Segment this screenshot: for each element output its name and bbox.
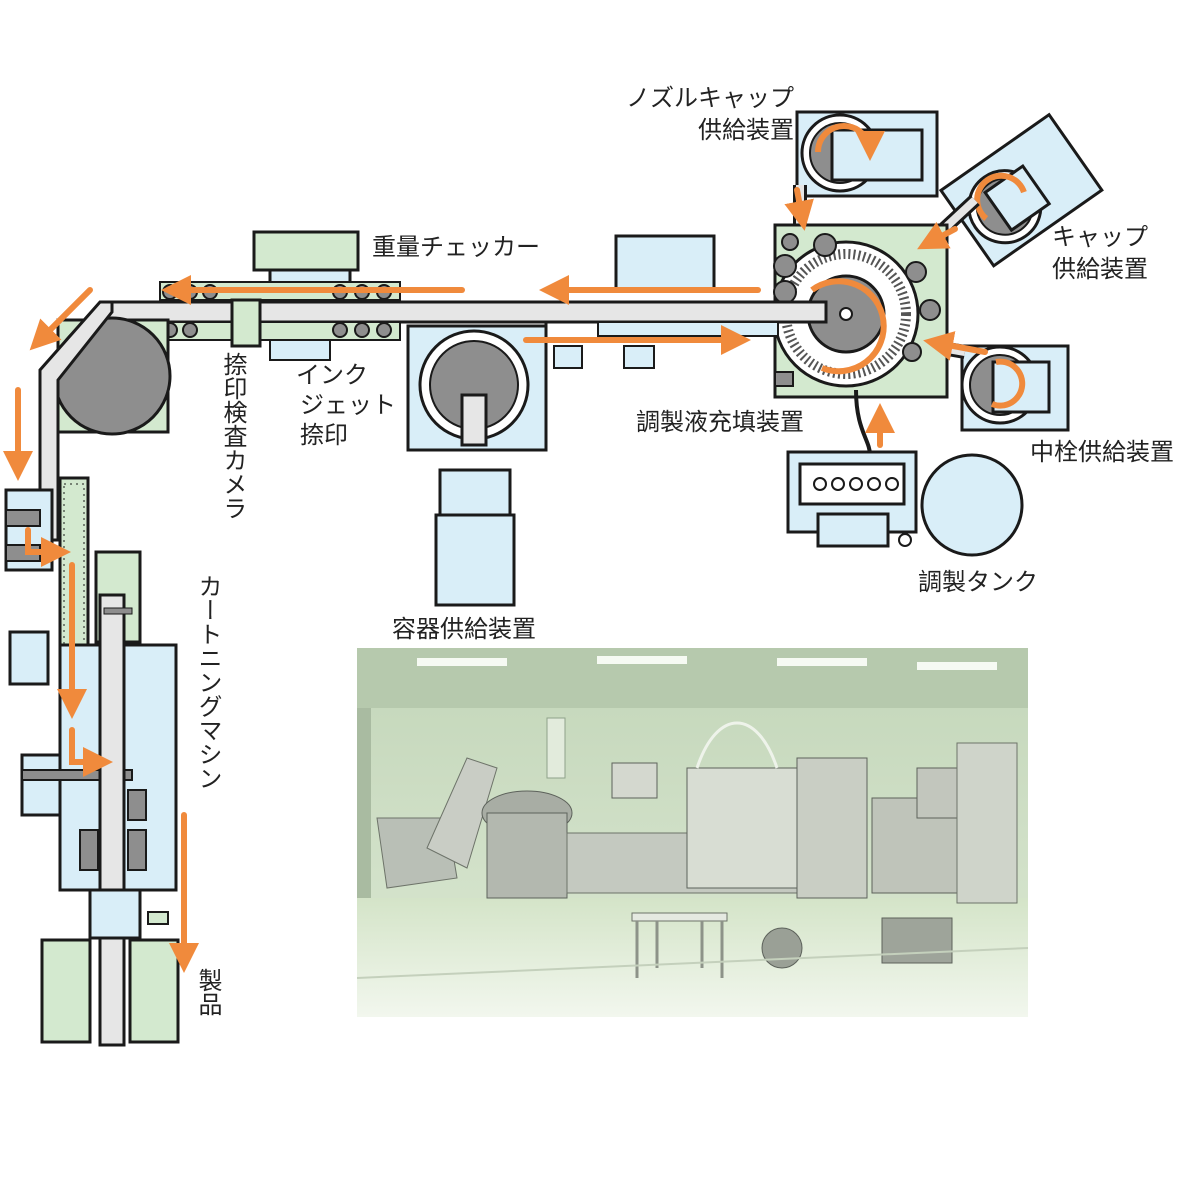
cartoning-machine <box>4 476 180 1047</box>
label-cap-feeder-2: 供給装置 <box>1052 255 1148 283</box>
main-conveyor <box>106 300 828 337</box>
upper-station <box>614 234 716 292</box>
prep-tank <box>920 453 1024 557</box>
label-prep-tank: 調製タンク <box>918 568 1038 596</box>
inner-stopper-feeder <box>960 344 1070 432</box>
corner-turntable <box>38 300 172 542</box>
label-nozzle-cap-feeder-1: ノズルキャップ <box>626 84 794 112</box>
label-nozzle-cap-feeder-2: 供給装置 <box>698 116 794 144</box>
cleanroom-photo <box>357 648 1028 1017</box>
label-inkjet-print-3: 捺印 <box>300 421 348 449</box>
label-weight-checker: 重量チェッカー <box>372 233 540 261</box>
label-product: 製品 <box>194 968 222 1016</box>
label-cap-feeder-1: キャップ <box>1052 223 1148 251</box>
diagram-labels: ノズルキャップ 供給装置 キャップ 供給装置 重量チェッカー 調製液充填装置 中… <box>194 84 1174 1016</box>
photo-illustration <box>357 648 1028 1017</box>
label-container-feeder: 容器供給装置 <box>392 615 536 643</box>
inkjet-printer <box>159 321 401 361</box>
nozzle-cap-feeder <box>795 110 939 198</box>
flow-arrows <box>3 187 988 973</box>
label-inkjet-print-1: インク <box>296 361 368 389</box>
filling-machine <box>772 223 949 399</box>
label-inner-stopper-feeder: 中栓供給装置 <box>1030 438 1174 466</box>
label-filling-machine: 調製液充填装置 <box>636 408 804 436</box>
label-cartoning-machine: カートニングマシン <box>194 574 222 790</box>
label-inkjet-print-2: ジェット <box>300 391 396 419</box>
print-inspection-camera <box>230 298 262 348</box>
label-print-camera: 捺印検査カメラ <box>219 352 247 520</box>
container-feeder <box>406 320 655 607</box>
cap-feeder <box>938 112 1104 268</box>
prep-pump-unit <box>786 389 918 548</box>
